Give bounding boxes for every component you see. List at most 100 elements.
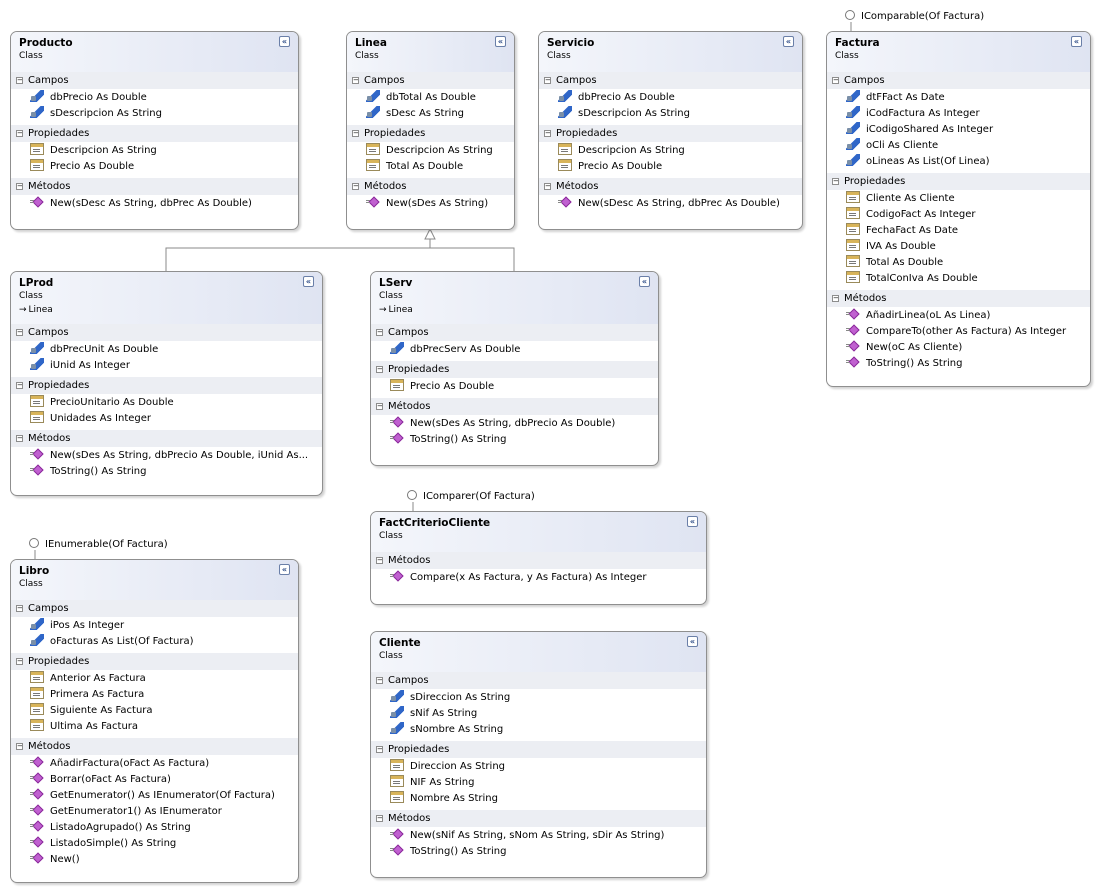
section-toggle-icon[interactable]: − xyxy=(352,181,359,190)
member-item[interactable]: New(sDes As String, dbPrecio As Double) xyxy=(371,416,658,432)
member-item[interactable]: iUnid As Integer xyxy=(11,358,322,374)
collapse-button[interactable]: « xyxy=(279,36,290,47)
member-item[interactable]: Ultima As Factura xyxy=(11,719,298,735)
member-item[interactable]: iPos As Integer xyxy=(11,618,298,634)
section-toggle-icon[interactable]: − xyxy=(544,181,551,190)
collapse-button[interactable]: « xyxy=(687,516,698,527)
member-item[interactable]: Descripcion As String xyxy=(11,143,298,159)
section-toggle-icon[interactable]: − xyxy=(832,293,839,302)
member-item[interactable]: IVA As Double xyxy=(827,239,1090,255)
member-item[interactable]: dbPrecUnit As Double xyxy=(11,342,322,358)
member-item[interactable]: ListadoSimple() As String xyxy=(11,836,298,852)
member-item[interactable]: AñadirFactura(oFact As Factura) xyxy=(11,756,298,772)
member-item[interactable]: oFacturas As List(Of Factura) xyxy=(11,634,298,650)
member-item[interactable]: ListadoAgrupado() As String xyxy=(11,820,298,836)
section-header-methods[interactable]: −Métodos xyxy=(539,178,802,195)
member-item[interactable]: dtFFact As Date xyxy=(827,90,1090,106)
section-header-properties[interactable]: −Propiedades xyxy=(371,741,706,758)
section-header-fields[interactable]: −Campos xyxy=(539,72,802,89)
member-item[interactable]: NIF As String xyxy=(371,775,706,791)
member-item[interactable]: New(oC As Cliente) xyxy=(827,340,1090,356)
section-toggle-icon[interactable]: − xyxy=(16,380,23,389)
section-toggle-icon[interactable]: − xyxy=(544,75,551,84)
member-item[interactable]: Precio As Double xyxy=(539,159,802,175)
section-toggle-icon[interactable]: − xyxy=(352,128,359,137)
section-toggle-icon[interactable]: − xyxy=(16,433,23,442)
section-toggle-icon[interactable]: − xyxy=(376,555,383,564)
member-item[interactable]: dbTotal As Double xyxy=(347,90,514,106)
section-toggle-icon[interactable]: − xyxy=(16,75,23,84)
member-item[interactable]: Precio As Double xyxy=(371,379,658,395)
member-item[interactable]: sDescripcion As String xyxy=(539,106,802,122)
member-item[interactable]: Unidades As Integer xyxy=(11,411,322,427)
member-item[interactable]: Precio As Double xyxy=(11,159,298,175)
member-item[interactable]: TotalConIva As Double xyxy=(827,271,1090,287)
section-header-properties[interactable]: −Propiedades xyxy=(11,377,322,394)
section-header-methods[interactable]: −Métodos xyxy=(827,290,1090,307)
member-item[interactable]: Siguiente As Factura xyxy=(11,703,298,719)
member-item[interactable]: dbPrecServ As Double xyxy=(371,342,658,358)
member-item[interactable]: sDireccion As String xyxy=(371,690,706,706)
member-item[interactable]: GetEnumerator() As IEnumerator(Of Factur… xyxy=(11,788,298,804)
section-header-methods[interactable]: −Métodos xyxy=(371,810,706,827)
section-toggle-icon[interactable]: − xyxy=(376,813,383,822)
member-item[interactable]: iCodigoShared As Integer xyxy=(827,122,1090,138)
section-toggle-icon[interactable]: − xyxy=(16,656,23,665)
section-header-methods[interactable]: −Métodos xyxy=(11,738,298,755)
member-item[interactable]: New(sNif As String, sNom As String, sDir… xyxy=(371,828,706,844)
section-toggle-icon[interactable]: − xyxy=(544,128,551,137)
member-item[interactable]: New() xyxy=(11,852,298,868)
section-header-fields[interactable]: −Campos xyxy=(347,72,514,89)
section-toggle-icon[interactable]: − xyxy=(16,181,23,190)
member-item[interactable]: ToString() As String xyxy=(371,844,706,860)
member-item[interactable]: Cliente As Cliente xyxy=(827,191,1090,207)
section-toggle-icon[interactable]: − xyxy=(376,401,383,410)
member-item[interactable]: oLineas As List(Of Linea) xyxy=(827,154,1090,170)
collapse-button[interactable]: « xyxy=(303,276,314,287)
section-header-fields[interactable]: −Campos xyxy=(371,324,658,341)
section-toggle-icon[interactable]: − xyxy=(376,744,383,753)
member-item[interactable]: sNif As String xyxy=(371,706,706,722)
section-header-properties[interactable]: −Propiedades xyxy=(827,173,1090,190)
section-toggle-icon[interactable]: − xyxy=(376,364,383,373)
member-item[interactable]: dbPrecio As Double xyxy=(11,90,298,106)
section-toggle-icon[interactable]: − xyxy=(832,75,839,84)
member-item[interactable]: CompareTo(other As Factura) As Integer xyxy=(827,324,1090,340)
section-toggle-icon[interactable]: − xyxy=(376,675,383,684)
member-item[interactable]: New(sDesc As String, dbPrec As Double) xyxy=(11,196,298,212)
member-item[interactable]: New(sDesc As String, dbPrec As Double) xyxy=(539,196,802,212)
section-toggle-icon[interactable]: − xyxy=(832,176,839,185)
section-header-fields[interactable]: −Campos xyxy=(827,72,1090,89)
section-header-fields[interactable]: −Campos xyxy=(11,72,298,89)
member-item[interactable]: GetEnumerator1() As IEnumerator xyxy=(11,804,298,820)
member-item[interactable]: New(sDes As String, dbPrecio As Double, … xyxy=(11,448,322,464)
member-item[interactable]: Borrar(oFact As Factura) xyxy=(11,772,298,788)
section-header-methods[interactable]: −Métodos xyxy=(347,178,514,195)
member-item[interactable]: Compare(x As Factura, y As Factura) As I… xyxy=(371,570,706,586)
collapse-button[interactable]: « xyxy=(639,276,650,287)
member-item[interactable]: Direccion As String xyxy=(371,759,706,775)
member-item[interactable]: iCodFactura As Integer xyxy=(827,106,1090,122)
member-item[interactable]: CodigoFact As Integer xyxy=(827,207,1090,223)
section-header-methods[interactable]: −Métodos xyxy=(11,178,298,195)
section-header-properties[interactable]: −Propiedades xyxy=(371,361,658,378)
member-item[interactable]: dbPrecio As Double xyxy=(539,90,802,106)
member-item[interactable]: Total As Double xyxy=(347,159,514,175)
member-item[interactable]: Nombre As String xyxy=(371,791,706,807)
member-item[interactable]: Primera As Factura xyxy=(11,687,298,703)
section-toggle-icon[interactable]: − xyxy=(376,327,383,336)
section-header-properties[interactable]: −Propiedades xyxy=(347,125,514,142)
collapse-button[interactable]: « xyxy=(1071,36,1082,47)
member-item[interactable]: ToString() As String xyxy=(827,356,1090,372)
member-item[interactable]: New(sDes As String) xyxy=(347,196,514,212)
section-header-methods[interactable]: −Métodos xyxy=(371,398,658,415)
section-header-properties[interactable]: −Propiedades xyxy=(11,653,298,670)
member-item[interactable]: Anterior As Factura xyxy=(11,671,298,687)
